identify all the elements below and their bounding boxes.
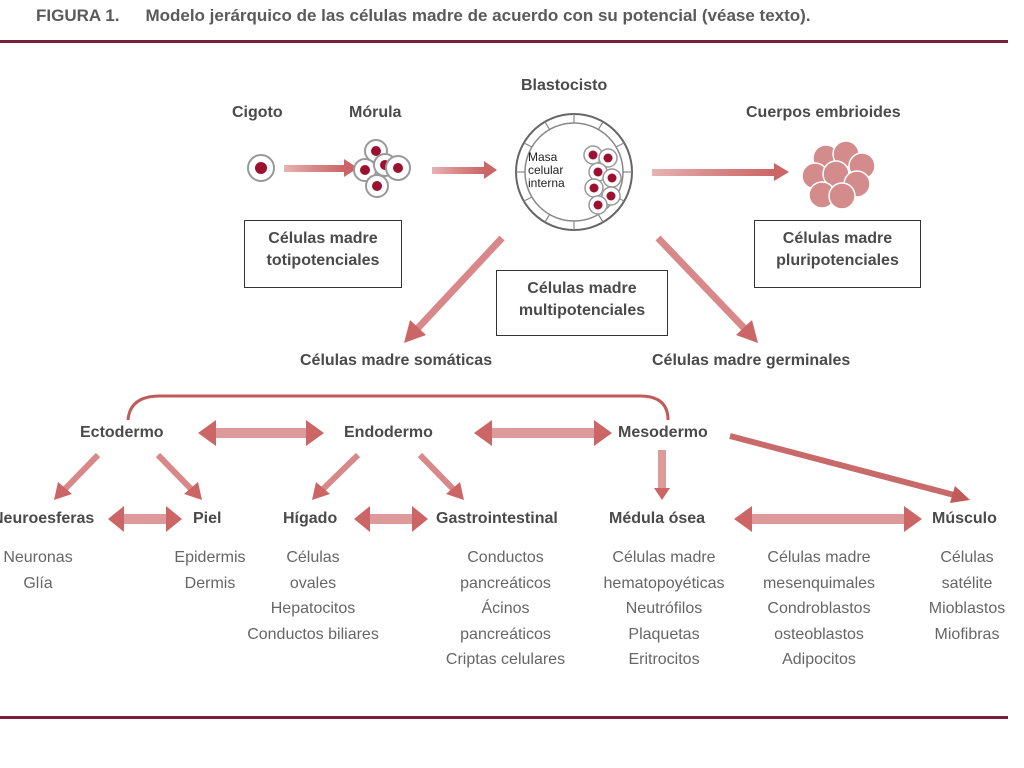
label-cuerpos-embrioides: Cuerpos embrioides [746,104,901,121]
label-blastocisto: Blastocisto [521,77,608,94]
cell-item: Células [940,549,994,566]
cell-item: Plaquetas [628,625,700,643]
box-totipotenciales: Células madre totipotenciales [244,220,402,288]
cell-item: Ácinos [481,600,530,617]
label-endodermo: Endodermo [344,424,433,441]
arrow-endo-higado [312,452,361,500]
cell-item: Miofibras [934,625,1000,643]
embryoid-bodies-icon [801,140,876,210]
cell-item: pancreáticos [460,574,551,592]
cell-item: Condroblastos [767,600,871,617]
box-pluripotenciales: Células madre pluripotenciales [754,220,921,288]
cell-item: Neutrófilos [625,600,703,617]
top-rule [0,40,1008,43]
cell-item: mesenquimales [762,574,876,592]
list-gastrointestinal: Conductos pancreáticos Ácinos pancreátic… [428,545,583,673]
arrow-blastocisto-germinales [655,235,758,343]
cell-item: Adipocitos [782,651,856,668]
cell-item: Glía [23,574,53,592]
cell-item: Eritrocitos [628,651,700,668]
double-arrow-higado-gastro [354,506,428,532]
box-pluri-line-1: Células madre [782,230,893,247]
box-multipotenciales: Células madre multipotenciales [496,270,668,336]
cell-item: satélite [941,574,993,592]
bottom-rule [0,716,1008,719]
cell-item: Células madre [767,549,871,566]
cell-item: Epidermis [174,549,246,566]
cell-item: Dermis [184,574,236,592]
label-neuroesferas: Neuroesferas [0,510,95,527]
figure-caption: Modelo jerárquico de las células madre d… [145,6,811,25]
label-morula: Mórula [349,104,402,121]
list-piel: Epidermis Dermis [150,545,270,596]
label-somaticas: Células madre somáticas [300,352,493,369]
list-musculo: Células satélite Mioblastos Miofibras [912,545,1022,647]
label-germinales: Células madre germinales [652,352,851,369]
list-mesenquimales: Células madre mesenquimales Condroblasto… [744,545,894,673]
blastocyst-icon [515,113,633,231]
masa-line-1: Masa [528,150,558,164]
cell-item: Neuronas [3,549,73,566]
arrow-ecto-piel [155,452,202,500]
masa-line-3: interna [528,176,565,190]
label-musculo: Músculo [932,510,997,527]
double-arrow-ecto-endo [198,420,324,446]
double-arrow-neuro-piel [108,506,182,532]
cell-item: Células [286,549,340,566]
cell-item: Conductos biliares [247,625,379,643]
cell-item: Hepatocitos [270,600,356,617]
cell-item: hematopoyéticas [603,574,725,592]
arrow-morula-blastocisto [432,161,497,179]
list-neuroesferas: Neuronas Glía [0,545,98,596]
arrow-blastocisto-cuerpos [652,163,789,181]
label-masa-celular: Masa celular interna [528,151,565,190]
label-medula-osea: Médula ósea [609,510,706,527]
zygote-cell-icon [247,154,275,182]
masa-line-2: celular [528,163,564,177]
box-pluri-line-2: pluripotenciales [776,252,899,269]
label-higado: Hígado [283,510,338,527]
cell-item: Conductos [467,549,544,566]
arrow-blastocisto-somaticas [404,235,505,343]
arrow-endo-gastro [417,452,464,500]
label-gastrointestinal: Gastrointestinal [436,510,558,527]
box-toti-line-2: totipotenciales [266,252,380,269]
somatic-bracket [126,394,670,421]
list-medula-osea: Células madre hematopoyéticas Neutrófilo… [586,545,742,673]
cell-item: Criptas celulares [445,651,566,668]
label-cigoto: Cigoto [232,104,283,121]
label-mesodermo: Mesodermo [618,424,708,441]
label-piel: Piel [193,510,222,527]
cell-item: ovales [289,574,337,592]
cell-item: osteoblastos [774,625,864,643]
cell-item: Mioblastos [928,600,1006,617]
box-multi-line-2: multipotenciales [518,302,646,319]
list-higado: Células ovales Hepatocitos Conductos bil… [228,545,398,647]
label-ectodermo: Ectodermo [80,424,164,441]
arrow-meso-medula [654,450,670,500]
box-multi-line-1: Células madre [527,280,637,297]
arrow-ecto-neuroesferas [54,452,101,500]
figure-title: FIGURA 1. Modelo jerárquico de las célula… [36,6,811,26]
double-arrow-medula-musculo [734,506,922,532]
cell-item: pancreáticos [460,625,551,643]
box-toti-line-1: Células madre [268,230,378,247]
figure-number: FIGURA 1. [36,6,120,25]
arrow-cigoto-morula [284,159,358,177]
morula-cell-icon [353,139,411,198]
cell-item: Células madre [612,549,716,566]
arrow-meso-musculo [729,433,970,503]
double-arrow-endo-meso [474,420,612,446]
